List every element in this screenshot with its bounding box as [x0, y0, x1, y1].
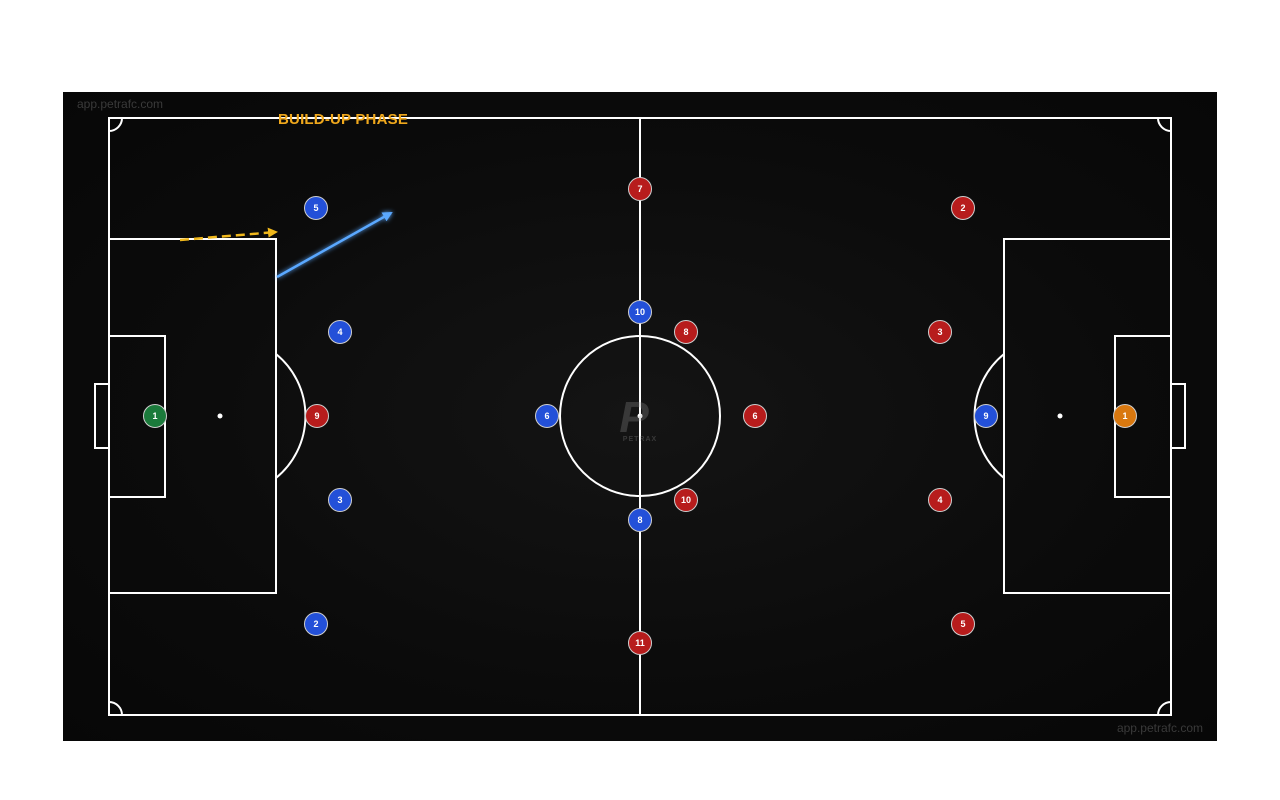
player-token-away-1[interactable]: 1	[1113, 404, 1137, 428]
tactics-board: P PETRAX app.petrafc.com app.petrafc.com…	[63, 92, 1217, 741]
player-token-home-8[interactable]: 8	[628, 508, 652, 532]
watermark-bottom-right: app.petrafc.com	[1116, 721, 1203, 735]
player-token-away-3[interactable]: 3	[928, 320, 952, 344]
watermark-top-left: app.petrafc.com	[77, 97, 164, 111]
player-token-home-6[interactable]: 6	[535, 404, 559, 428]
corner-arc-top-left	[108, 117, 123, 132]
player-token-away-10[interactable]: 10	[674, 488, 698, 512]
left-penalty-arc	[275, 353, 307, 479]
player-token-home-10[interactable]: 10	[628, 300, 652, 324]
left-goal	[94, 383, 110, 449]
corner-arc-bottom-right	[1157, 701, 1172, 716]
pass-arrow	[276, 211, 393, 279]
player-token-away-11[interactable]: 11	[628, 631, 652, 655]
left-penalty-spot	[217, 413, 223, 419]
center-circle	[559, 335, 721, 497]
player-token-away-2[interactable]: 2	[951, 196, 975, 220]
player-token-home-9[interactable]: 9	[974, 404, 998, 428]
player-token-away-4[interactable]: 4	[928, 488, 952, 512]
brand-logo: P PETRAX	[619, 393, 657, 443]
player-token-away-8[interactable]: 8	[674, 320, 698, 344]
player-token-home-5[interactable]: 5	[304, 196, 328, 220]
right-penalty-area	[1003, 238, 1172, 594]
player-token-away-5[interactable]: 5	[951, 612, 975, 636]
player-token-home-2[interactable]: 2	[304, 612, 328, 636]
run-arrow	[179, 227, 278, 242]
logo-wordmark: PETRAX	[623, 436, 657, 443]
corner-arc-bottom-left	[108, 701, 123, 716]
left-penalty-area	[108, 238, 277, 594]
right-penalty-spot	[1057, 413, 1063, 419]
right-goal	[1170, 383, 1186, 449]
phase-label: BUILD-UP PHASE	[278, 111, 409, 128]
player-token-away-7[interactable]: 7	[628, 177, 652, 201]
player-token-away-6[interactable]: 6	[743, 404, 767, 428]
logo-letter: P	[619, 393, 649, 442]
player-token-away-9[interactable]: 9	[305, 404, 329, 428]
player-token-home-3[interactable]: 3	[328, 488, 352, 512]
center-spot	[637, 413, 643, 419]
player-token-home-4[interactable]: 4	[328, 320, 352, 344]
player-token-home-1[interactable]: 1	[143, 404, 167, 428]
corner-arc-top-right	[1157, 117, 1172, 132]
